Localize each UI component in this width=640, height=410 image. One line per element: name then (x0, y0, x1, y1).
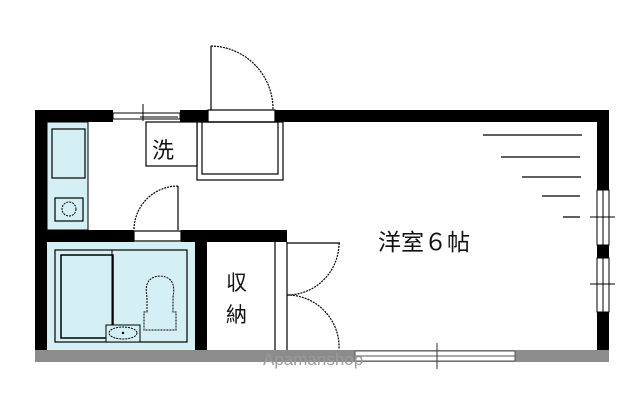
burner-icon (61, 201, 77, 217)
bath-door (133, 185, 182, 242)
room-lines (483, 134, 582, 218)
stove (54, 197, 84, 222)
watermark: Apamanshop (263, 350, 363, 369)
storage-closet (274, 242, 288, 350)
top-window (112, 104, 181, 121)
closet-doors (286, 242, 340, 350)
storage-label-1: 収 (226, 271, 247, 295)
entrance-step (196, 121, 284, 181)
toilet-icon (143, 275, 177, 331)
interior-walls (35, 230, 287, 350)
kitchen-counter (46, 121, 89, 231)
washer-label: 洗 (152, 139, 174, 164)
storage-label-2: 納 (226, 303, 247, 327)
washbasin-bowl (108, 326, 138, 340)
outer-walls (35, 110, 609, 350)
bottom-window (354, 343, 516, 369)
western-room-label: 洋室６帖 (378, 230, 470, 256)
bathtub (60, 254, 114, 339)
entrance-door (207, 45, 276, 123)
sink (51, 128, 86, 179)
washer-space (145, 121, 198, 167)
right-windows (590, 189, 615, 313)
bathroom (47, 242, 195, 350)
